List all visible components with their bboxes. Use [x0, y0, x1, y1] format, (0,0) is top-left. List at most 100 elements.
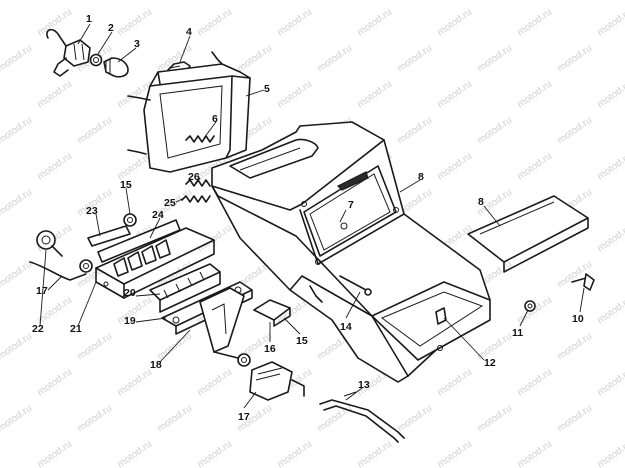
callout-15-upper: 15 — [120, 179, 132, 191]
callout-7: 7 — [348, 199, 354, 211]
watermark-text: motod.ru — [115, 7, 154, 39]
watermark-text: motod.ru — [435, 151, 474, 183]
watermark-text: motod.ru — [315, 43, 354, 75]
callout-5: 5 — [264, 83, 270, 95]
part-label-23 — [87, 225, 131, 247]
watermark-text: motod.ru — [595, 295, 625, 327]
part-screw-14 — [339, 275, 372, 296]
part-bulb — [103, 57, 129, 78]
watermark-text: motod.ru — [355, 7, 394, 39]
callout-23: 23 — [86, 205, 98, 217]
callout-15-lower: 15 — [296, 335, 308, 347]
part-connector-17 — [213, 351, 305, 401]
part-wire-17 — [29, 261, 87, 281]
callout-16: 16 — [264, 343, 276, 355]
watermark-text: motod.ru — [115, 439, 154, 468]
watermark-text: motod.ru — [235, 43, 274, 75]
callout-22: 22 — [32, 323, 44, 335]
watermark-text: motod.ru — [515, 439, 554, 468]
watermark-text: motod.ru — [595, 439, 625, 468]
callout-13: 13 — [358, 379, 370, 391]
watermark-text: motod.ru — [515, 151, 554, 183]
callout-2: 2 — [108, 22, 114, 34]
watermark-text: motod.ru — [515, 295, 554, 327]
watermark-text: motod.ru — [0, 0, 34, 2]
watermark-text: motod.ru — [555, 0, 594, 2]
watermark-text: motod.ru — [75, 403, 114, 435]
part-headlight-housing — [127, 51, 251, 173]
callout-14: 14 — [340, 321, 352, 333]
watermark-text: motod.ru — [435, 79, 474, 111]
part-switch-block-20 — [149, 263, 221, 313]
watermark-text: motod.ru — [0, 403, 34, 435]
watermark-text: motod.ru — [35, 151, 74, 183]
watermark-text: motod.ru — [75, 115, 114, 147]
watermark-text: motod.ru — [0, 259, 34, 291]
watermark-text: motod.ru — [155, 403, 194, 435]
part-spring-26 — [185, 179, 211, 187]
callout-24: 24 — [152, 209, 164, 221]
part-spring-6 — [185, 135, 215, 143]
watermark-text: motod.ru — [395, 115, 434, 147]
watermark-text: motod.ru — [475, 403, 514, 435]
callout-25: 25 — [164, 197, 176, 209]
watermark-text: motod.ru — [475, 115, 514, 147]
callout-10: 10 — [572, 313, 584, 325]
callout-17-left: 17 — [36, 285, 48, 297]
watermark-text: motod.ru — [595, 223, 625, 255]
watermark-text: motod.ru — [115, 367, 154, 399]
callout-21: 21 — [70, 323, 82, 335]
watermark-text: motod.ru — [515, 7, 554, 39]
watermark-text: motod.ru — [555, 403, 594, 435]
callout-11: 11 — [512, 327, 523, 339]
callout-8-cowl: 8 — [418, 171, 424, 183]
leader-lines — [39, 23, 585, 409]
callout-4: 4 — [186, 26, 192, 38]
watermark-text: motod.ru — [195, 367, 234, 399]
watermark-text: motod.ru — [515, 79, 554, 111]
part-nut-11 — [524, 300, 536, 312]
part-plug-16 — [253, 299, 291, 327]
watermark-text: motod.ru — [435, 367, 474, 399]
callout-26: 26 — [188, 171, 200, 183]
watermark-text: motod.ru — [395, 0, 434, 2]
watermark-text: motod.ru — [35, 439, 74, 468]
part-cowl-body — [211, 121, 491, 383]
part-washer-15 — [123, 213, 137, 227]
part-top-strap — [229, 138, 319, 179]
watermark-text: motod.ru — [75, 331, 114, 363]
watermark-text: motod.ru — [275, 7, 314, 39]
callouts: 1 2 3 4 5 6 7 8 8 10 11 12 13 14 15 15 1… — [32, 13, 584, 423]
watermark-text: motod.ru — [595, 367, 625, 399]
watermark-text: motod.ru — [435, 439, 474, 468]
watermark-text: motod.ru — [475, 43, 514, 75]
watermark-text: motod.ru — [595, 79, 625, 111]
part-ring — [89, 53, 103, 67]
callout-20: 20 — [124, 287, 136, 299]
part-clip-12 — [435, 307, 447, 325]
watermark-text: motod.ru — [595, 7, 625, 39]
part-screw-10 — [571, 273, 595, 291]
watermark-text: motod.ru — [315, 0, 354, 2]
watermark-text: motod.ru — [0, 331, 34, 363]
watermark-text: motod.ru — [0, 187, 34, 219]
callout-19: 19 — [124, 315, 136, 327]
callout-18: 18 — [150, 359, 162, 371]
watermark-text: motod.ru — [515, 367, 554, 399]
watermark-text: motod.ru — [435, 7, 474, 39]
watermark-text: motod.ru — [315, 403, 354, 435]
watermark-text: motod.ru — [195, 439, 234, 468]
watermark-text: motod.ru — [0, 43, 34, 75]
watermark-text: motod.ru — [355, 439, 394, 468]
part-knob-22 — [36, 230, 63, 257]
watermark-text: motod.ru — [235, 0, 274, 2]
watermark-text: motod.ru — [35, 79, 74, 111]
watermark-text: motod.ru — [275, 439, 314, 468]
callout-1: 1 — [86, 13, 92, 25]
part-side-plate — [467, 195, 589, 273]
watermark-text: motod.ru — [0, 115, 34, 147]
watermark-text: motod.ru — [595, 151, 625, 183]
part-spring-25 — [181, 195, 211, 203]
callout-6: 6 — [212, 113, 218, 125]
